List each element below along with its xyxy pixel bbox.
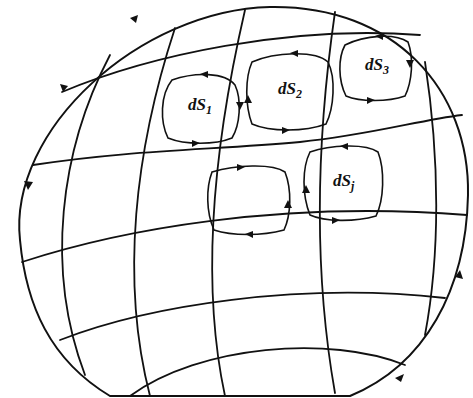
label-subscript: 2 <box>296 87 302 101</box>
area-element-label: dS2 <box>278 80 302 100</box>
area-element-label: dS3 <box>365 56 389 76</box>
label-main: dS <box>278 79 296 98</box>
label-subscript: 3 <box>383 63 389 77</box>
area-element-label: dSj <box>333 172 354 192</box>
loop-dS3 <box>340 36 412 100</box>
loop-dS1 <box>162 75 239 144</box>
loop-unlabeled <box>208 166 290 235</box>
surface-boundary <box>19 7 468 396</box>
label-subscript: 1 <box>206 103 212 117</box>
label-main: dS <box>365 55 383 74</box>
label-main: dS <box>188 95 206 114</box>
area-element-label: dS1 <box>188 96 212 116</box>
label-subscript: j <box>351 179 354 193</box>
loop-dSj <box>304 146 383 220</box>
label-main: dS <box>333 171 351 190</box>
loop-dS2 <box>247 54 333 130</box>
